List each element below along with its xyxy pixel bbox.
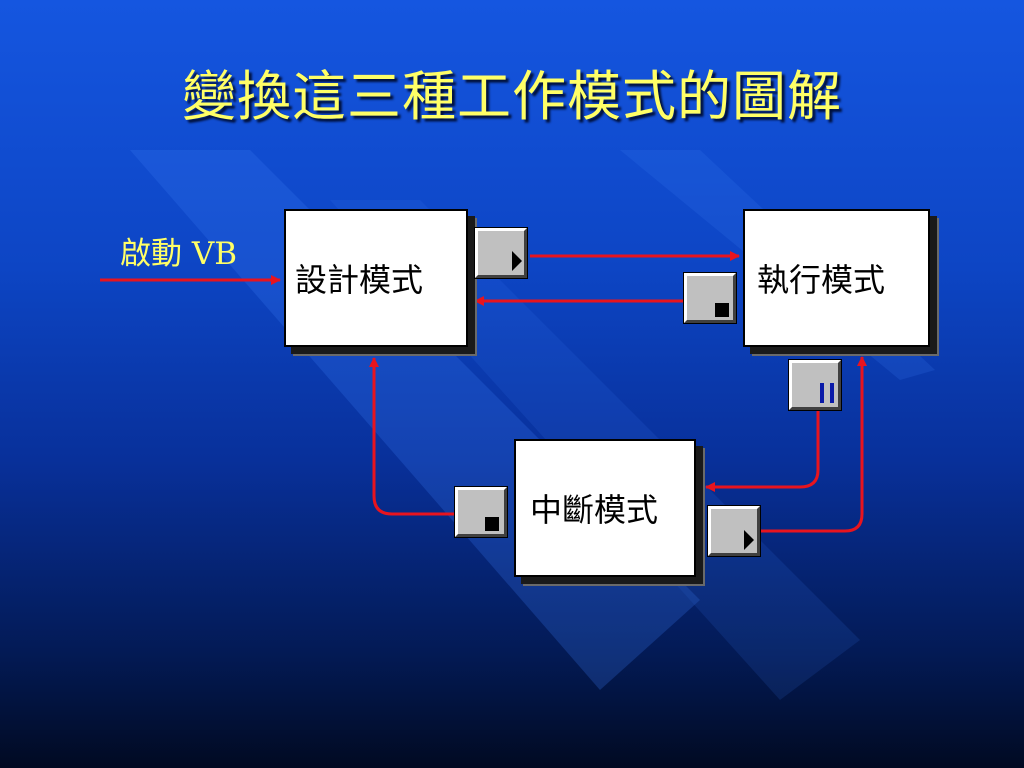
slide-title: 變換這三種工作模式的圖解 (182, 65, 842, 128)
continue-button[interactable] (707, 505, 761, 557)
design-mode-label: 設計模式 (295, 261, 424, 299)
stop-icon (485, 517, 499, 531)
start-button[interactable] (474, 227, 528, 279)
end-from-break-button[interactable] (454, 486, 508, 538)
end-button[interactable] (683, 272, 737, 324)
stop-icon (715, 303, 729, 317)
run-mode-label: 執行模式 (757, 261, 886, 299)
break-mode-label: 中斷模式 (530, 491, 659, 529)
pause-icon (820, 383, 834, 403)
design-mode-box: 設計模式 (284, 209, 468, 347)
start-vb-label: 啟動 VB (120, 236, 238, 272)
arrow-break-to-design (369, 357, 455, 516)
arrow-pause-to-break (705, 410, 820, 492)
run-mode-box: 執行模式 (743, 209, 930, 347)
break-mode-box: 中斷模式 (514, 439, 696, 577)
play-icon (512, 251, 522, 271)
break-button[interactable] (788, 359, 842, 411)
arrow-continue-to-run (760, 356, 867, 533)
play-icon (744, 530, 754, 550)
